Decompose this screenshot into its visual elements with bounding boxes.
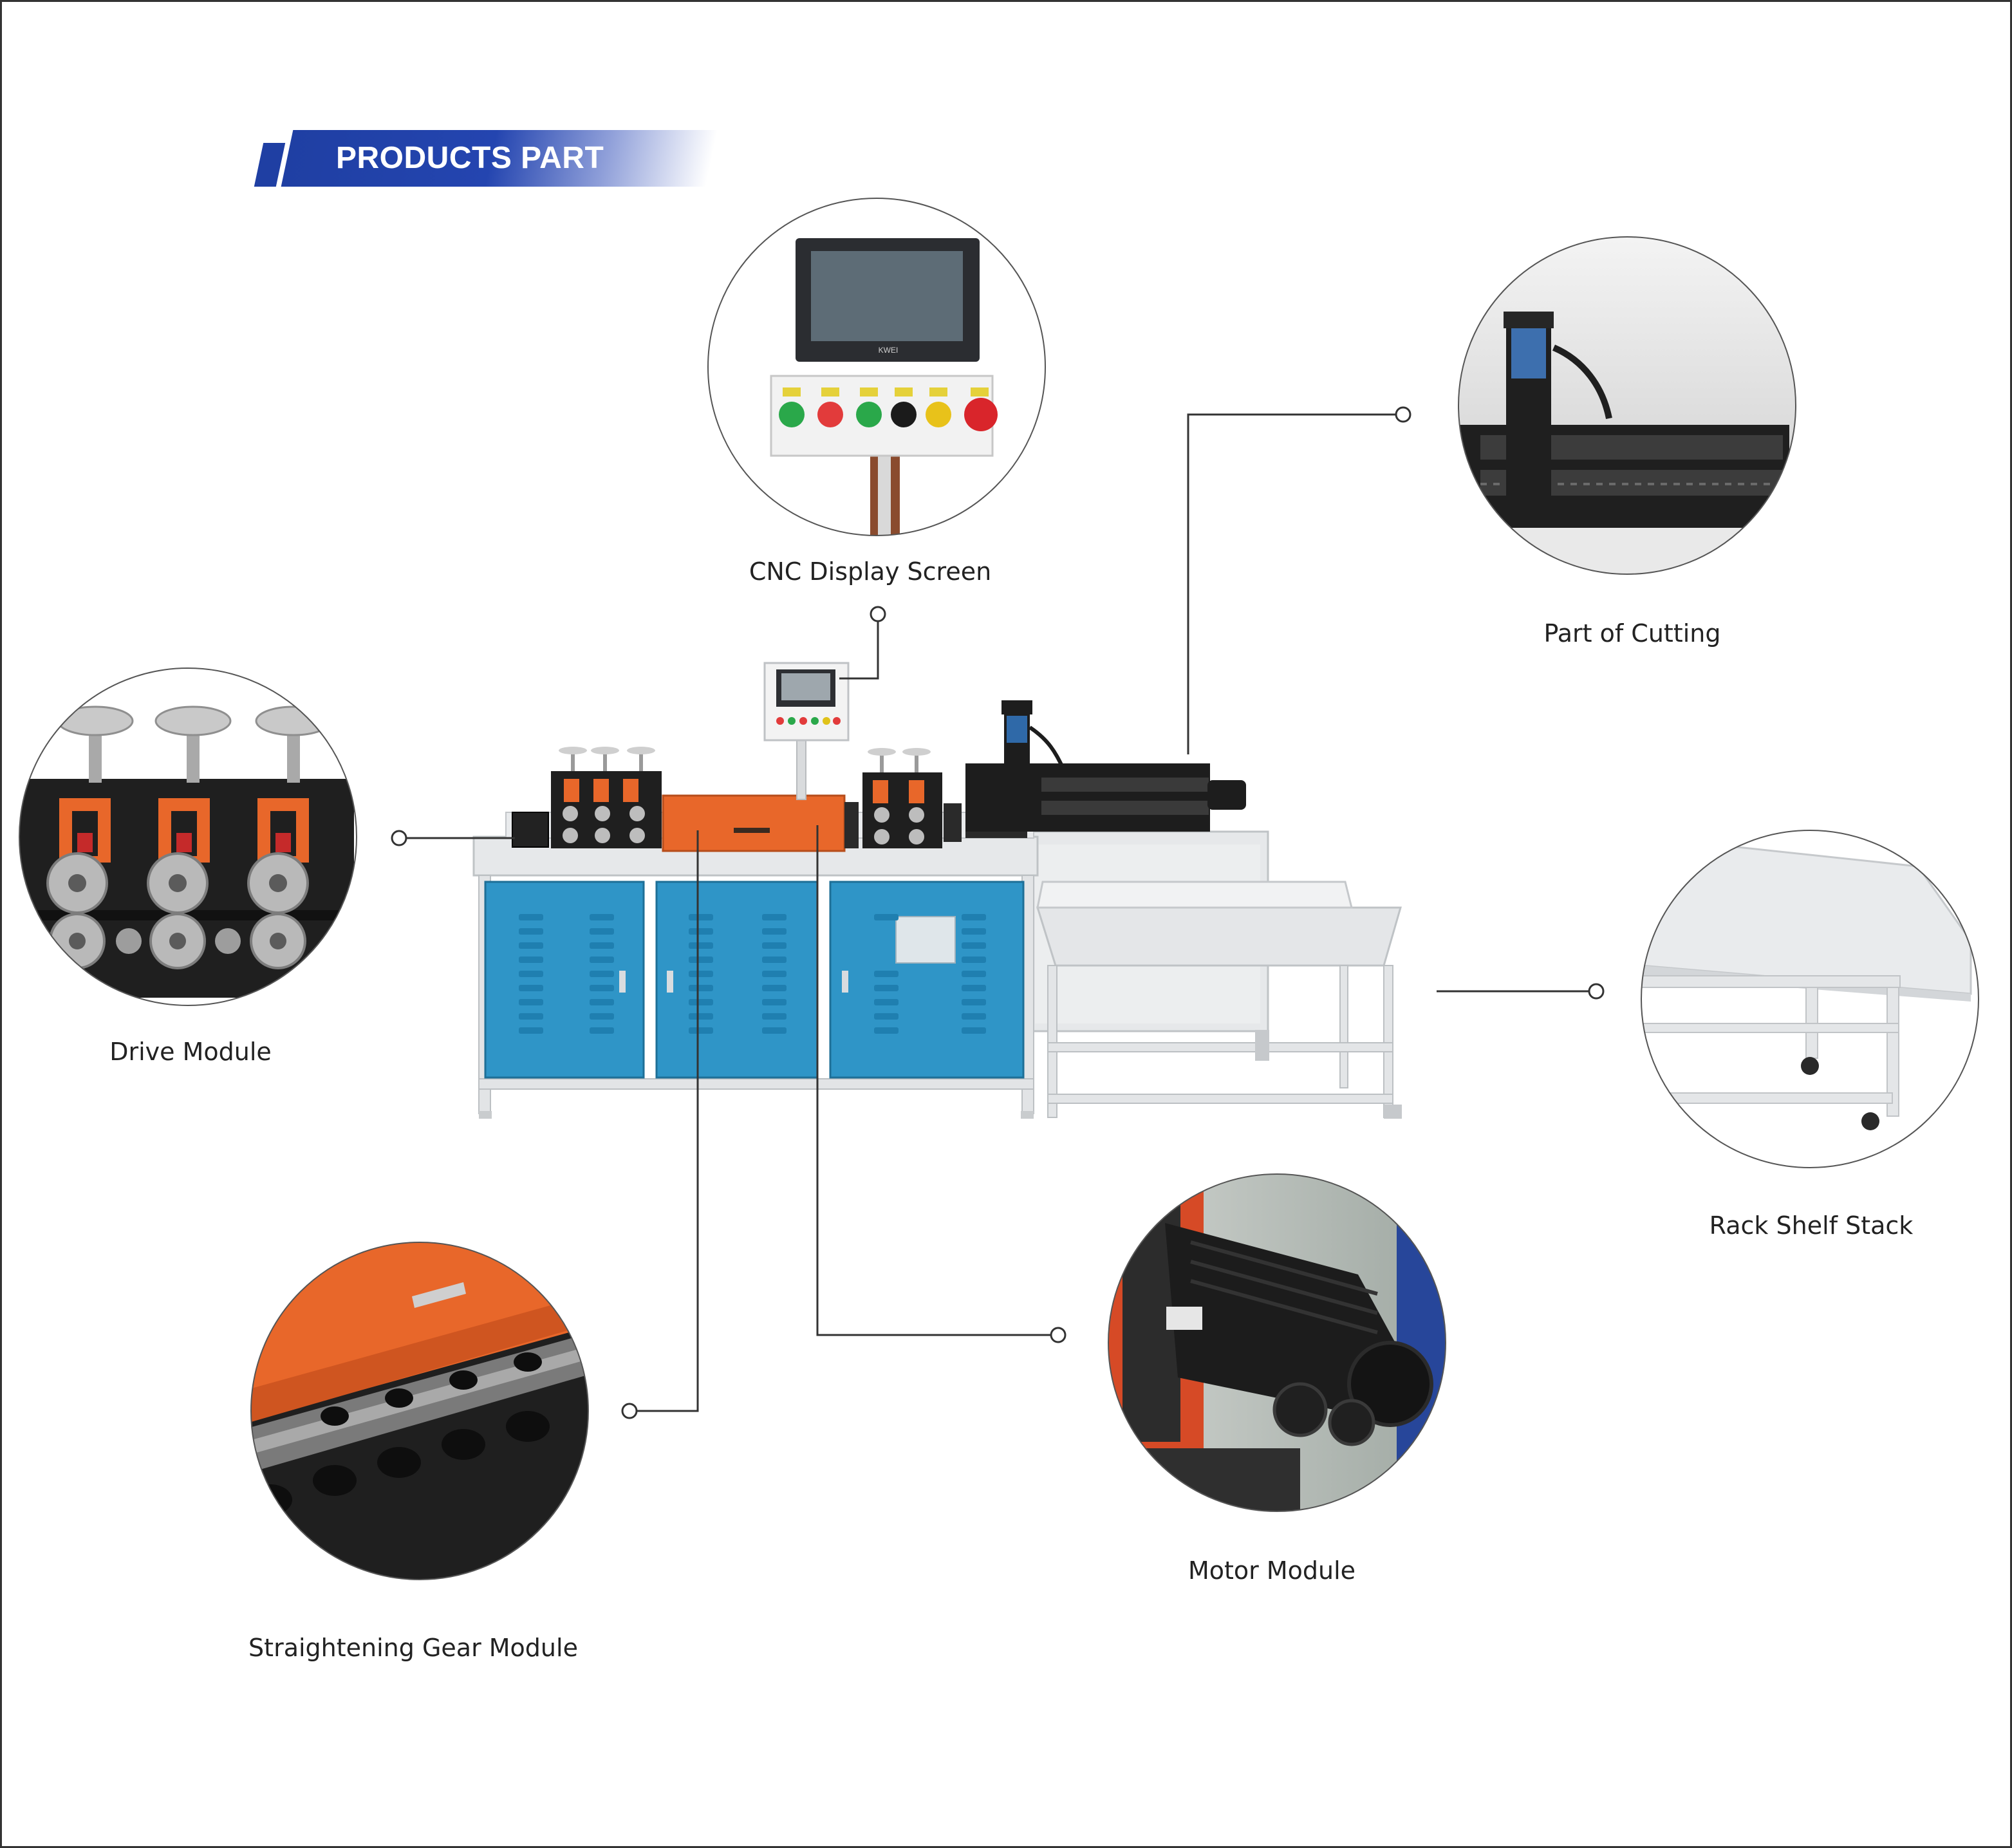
machine-illustration bbox=[472, 662, 1402, 1119]
callout-dot-gear bbox=[621, 1403, 638, 1419]
label-straightening-gear-module: Straightening Gear Module bbox=[248, 1634, 578, 1662]
cabinet-door-left bbox=[484, 881, 645, 1079]
callout-dot-cutting bbox=[1395, 406, 1411, 423]
label-drive-module: Drive Module bbox=[109, 1038, 272, 1066]
straightener-block-right bbox=[862, 748, 962, 848]
detail-circle-rack bbox=[1641, 830, 1979, 1168]
detail-circle-drive bbox=[19, 667, 357, 1006]
orange-gear-cover bbox=[662, 794, 859, 852]
callout-line-gear bbox=[637, 830, 699, 1412]
callout-dot-rack bbox=[1588, 983, 1605, 1000]
label-rack-shelf-stack: Rack Shelf Stack bbox=[1709, 1211, 1914, 1240]
callout-dot-motor bbox=[1050, 1327, 1067, 1343]
label-cnc-display-screen: CNC Display Screen bbox=[749, 557, 992, 586]
callout-line-cnc bbox=[839, 614, 879, 680]
page-title: PRODUCTS PART bbox=[336, 141, 604, 175]
callout-line-cutting bbox=[1187, 413, 1397, 754]
callout-line-motor bbox=[816, 825, 1050, 1336]
cutting-unit bbox=[965, 700, 1246, 838]
label-part-of-cutting: Part of Cutting bbox=[1543, 619, 1721, 648]
callout-dot-cnc bbox=[870, 606, 886, 622]
cabinet-door-middle bbox=[655, 881, 819, 1079]
wire-guide-box bbox=[512, 812, 549, 848]
detail-circle-cutting bbox=[1458, 236, 1796, 575]
callout-lines bbox=[391, 406, 1605, 1419]
control-pedestal bbox=[763, 662, 850, 800]
label-motor-module: Motor Module bbox=[1188, 1556, 1356, 1585]
callout-dot-drive bbox=[391, 830, 407, 846]
screen-brand: KWEI bbox=[879, 346, 899, 355]
detail-circle-motor bbox=[1108, 1173, 1446, 1512]
detail-circle-cnc: KWEI bbox=[707, 198, 1046, 536]
detail-circle-gear bbox=[250, 1242, 589, 1580]
straightener-block-left bbox=[551, 747, 662, 848]
cabinet-nameplate bbox=[895, 916, 956, 964]
cabinet-door-right bbox=[829, 881, 1025, 1079]
machine-rack-frame bbox=[1026, 830, 1402, 1119]
